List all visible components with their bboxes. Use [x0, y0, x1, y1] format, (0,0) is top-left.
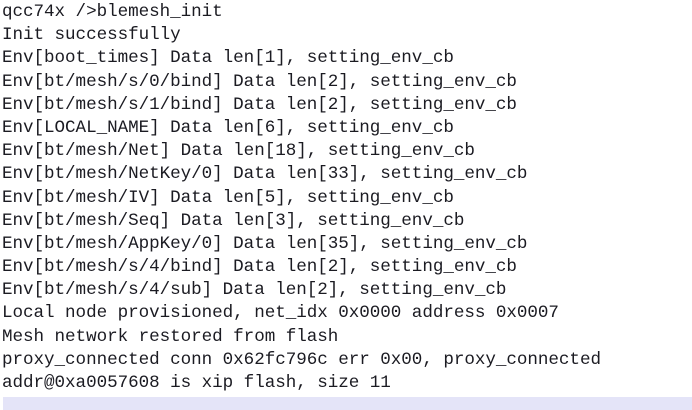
- console-line: Env[bt/mesh/Net] Data len[18], setting_e…: [2, 141, 475, 162]
- console-line: Env[bt/mesh/s/1/bind] Data len[2], setti…: [2, 94, 517, 115]
- console-line: Local node provisioned, net_idx 0x0000 a…: [2, 303, 559, 324]
- console-line: Env[boot_times] Data len[1], setting_env…: [2, 48, 454, 69]
- console-line: Env[LOCAL_NAME] Data len[6], setting_env…: [2, 117, 454, 138]
- console-line: qcc74x />blemesh_init: [2, 2, 223, 22]
- console-line: Env[bt/mesh/s/4/bind] Data len[2], setti…: [2, 257, 517, 278]
- console-line: Env[bt/mesh/s/0/bind] Data len[2], setti…: [2, 71, 517, 92]
- console-line: Env[bt/mesh/s/4/sub] Data len[2], settin…: [2, 280, 507, 301]
- console-line: Env[bt/mesh/Seq] Data len[3], setting_en…: [2, 210, 465, 231]
- console-line: Init successfully: [2, 25, 181, 46]
- status-band: [3, 397, 692, 410]
- console-line: Mesh network restored from flash: [2, 326, 339, 347]
- console-line: proxy_connected conn 0x62fc796c err 0x00…: [2, 349, 601, 370]
- console-line: Env[bt/mesh/NetKey/0] Data len[33], sett…: [2, 164, 528, 185]
- console-line: addr@0xa0057608 is xip flash, size 11: [2, 373, 391, 393]
- console-line: Env[bt/mesh/AppKey/0] Data len[35], sett…: [2, 233, 528, 254]
- console-line: Env[bt/mesh/IV] Data len[5], setting_env…: [2, 187, 454, 208]
